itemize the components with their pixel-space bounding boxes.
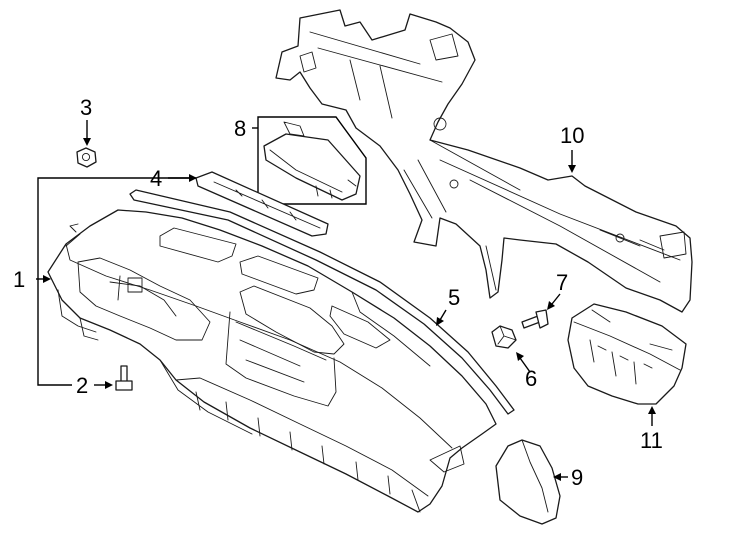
callouts: 1 2 3 4 5 6 7 8 9 10 11 <box>13 95 663 490</box>
cover-panel-group <box>257 116 367 205</box>
callout-8: 8 <box>234 116 246 141</box>
defroster-strip <box>195 171 329 237</box>
nut <box>76 147 97 168</box>
instrument-panel <box>47 209 497 513</box>
callout-10: 10 <box>560 123 584 148</box>
callout-9: 9 <box>571 465 583 490</box>
callout-5: 5 <box>448 285 460 310</box>
arrow-9 <box>553 473 561 481</box>
leader-5 <box>439 309 447 321</box>
bolt <box>115 365 133 391</box>
trim-strip <box>129 189 515 415</box>
callout-3: 3 <box>80 95 92 120</box>
arrow-11 <box>648 406 656 414</box>
arrow-6 <box>516 352 524 361</box>
arrow-3 <box>83 138 91 146</box>
callout-1: 1 <box>13 267 25 292</box>
callout-2: 2 <box>76 373 88 398</box>
screw <box>521 309 549 329</box>
knee-panel <box>495 439 561 525</box>
arrow-4 <box>189 174 197 182</box>
cross-car-beam <box>275 9 693 313</box>
callout-11: 11 <box>640 428 663 453</box>
arrow-10 <box>568 165 576 173</box>
callout-7: 7 <box>556 270 568 295</box>
airbag-module <box>567 303 687 405</box>
callout-4: 4 <box>150 166 162 191</box>
arrow-5 <box>436 317 444 326</box>
arrow-1 <box>43 275 51 283</box>
clip <box>491 325 517 349</box>
callout-6: 6 <box>525 366 537 391</box>
arrow-2 <box>105 381 113 389</box>
leader-lines <box>36 120 656 481</box>
leader-1-bracket <box>37 177 196 386</box>
leader-7 <box>551 293 561 305</box>
leader-6 <box>519 357 531 373</box>
arrow-7 <box>547 301 555 310</box>
